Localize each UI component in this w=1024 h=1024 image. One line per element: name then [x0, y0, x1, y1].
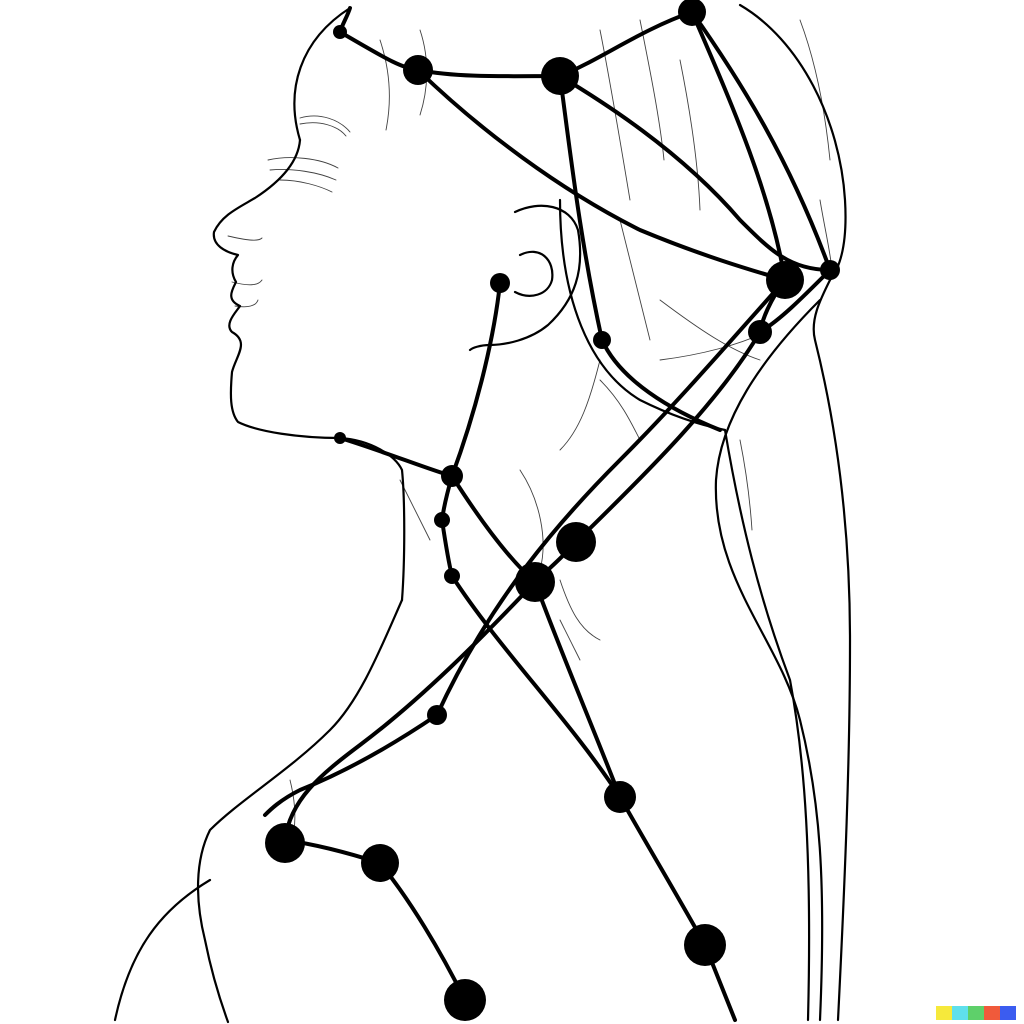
node — [403, 55, 433, 85]
hair-outline — [293, 3, 847, 282]
node — [541, 57, 579, 95]
node — [334, 432, 346, 444]
node-network-lines — [263, 6, 832, 1022]
shoulder-line — [196, 598, 404, 1024]
neck-back — [558, 198, 727, 432]
neck-front — [338, 436, 406, 602]
watermark-swatch-blue — [1000, 1006, 1016, 1020]
watermark-swatch-cyan — [952, 1006, 968, 1020]
watermark-swatch-red — [984, 1006, 1000, 1020]
arm-line — [113, 878, 212, 1022]
network-nodes — [265, 0, 840, 1021]
node — [265, 823, 305, 863]
face-profile — [212, 138, 342, 440]
node — [444, 568, 460, 584]
node — [604, 781, 636, 813]
color-strip-watermark — [936, 1006, 1016, 1020]
node — [441, 465, 463, 487]
node — [333, 25, 347, 39]
node — [515, 562, 555, 602]
node — [361, 844, 399, 882]
ear-inner — [513, 250, 554, 297]
node — [434, 512, 450, 528]
node — [444, 979, 486, 1021]
back-shoulder — [723, 428, 811, 1022]
node — [427, 705, 447, 725]
figure-outline — [113, 3, 852, 1024]
hair-inner-line — [714, 298, 824, 1022]
node — [684, 924, 726, 966]
watermark-swatch-green — [968, 1006, 984, 1020]
node — [678, 0, 706, 26]
node — [490, 273, 510, 293]
node — [766, 261, 804, 299]
sketch-details — [227, 19, 833, 831]
hair-back — [812, 278, 852, 1022]
node — [593, 331, 611, 349]
ear-outline — [468, 204, 582, 352]
node — [748, 320, 772, 344]
node — [556, 522, 596, 562]
watermark-swatch-yellow — [936, 1006, 952, 1020]
node — [820, 260, 840, 280]
